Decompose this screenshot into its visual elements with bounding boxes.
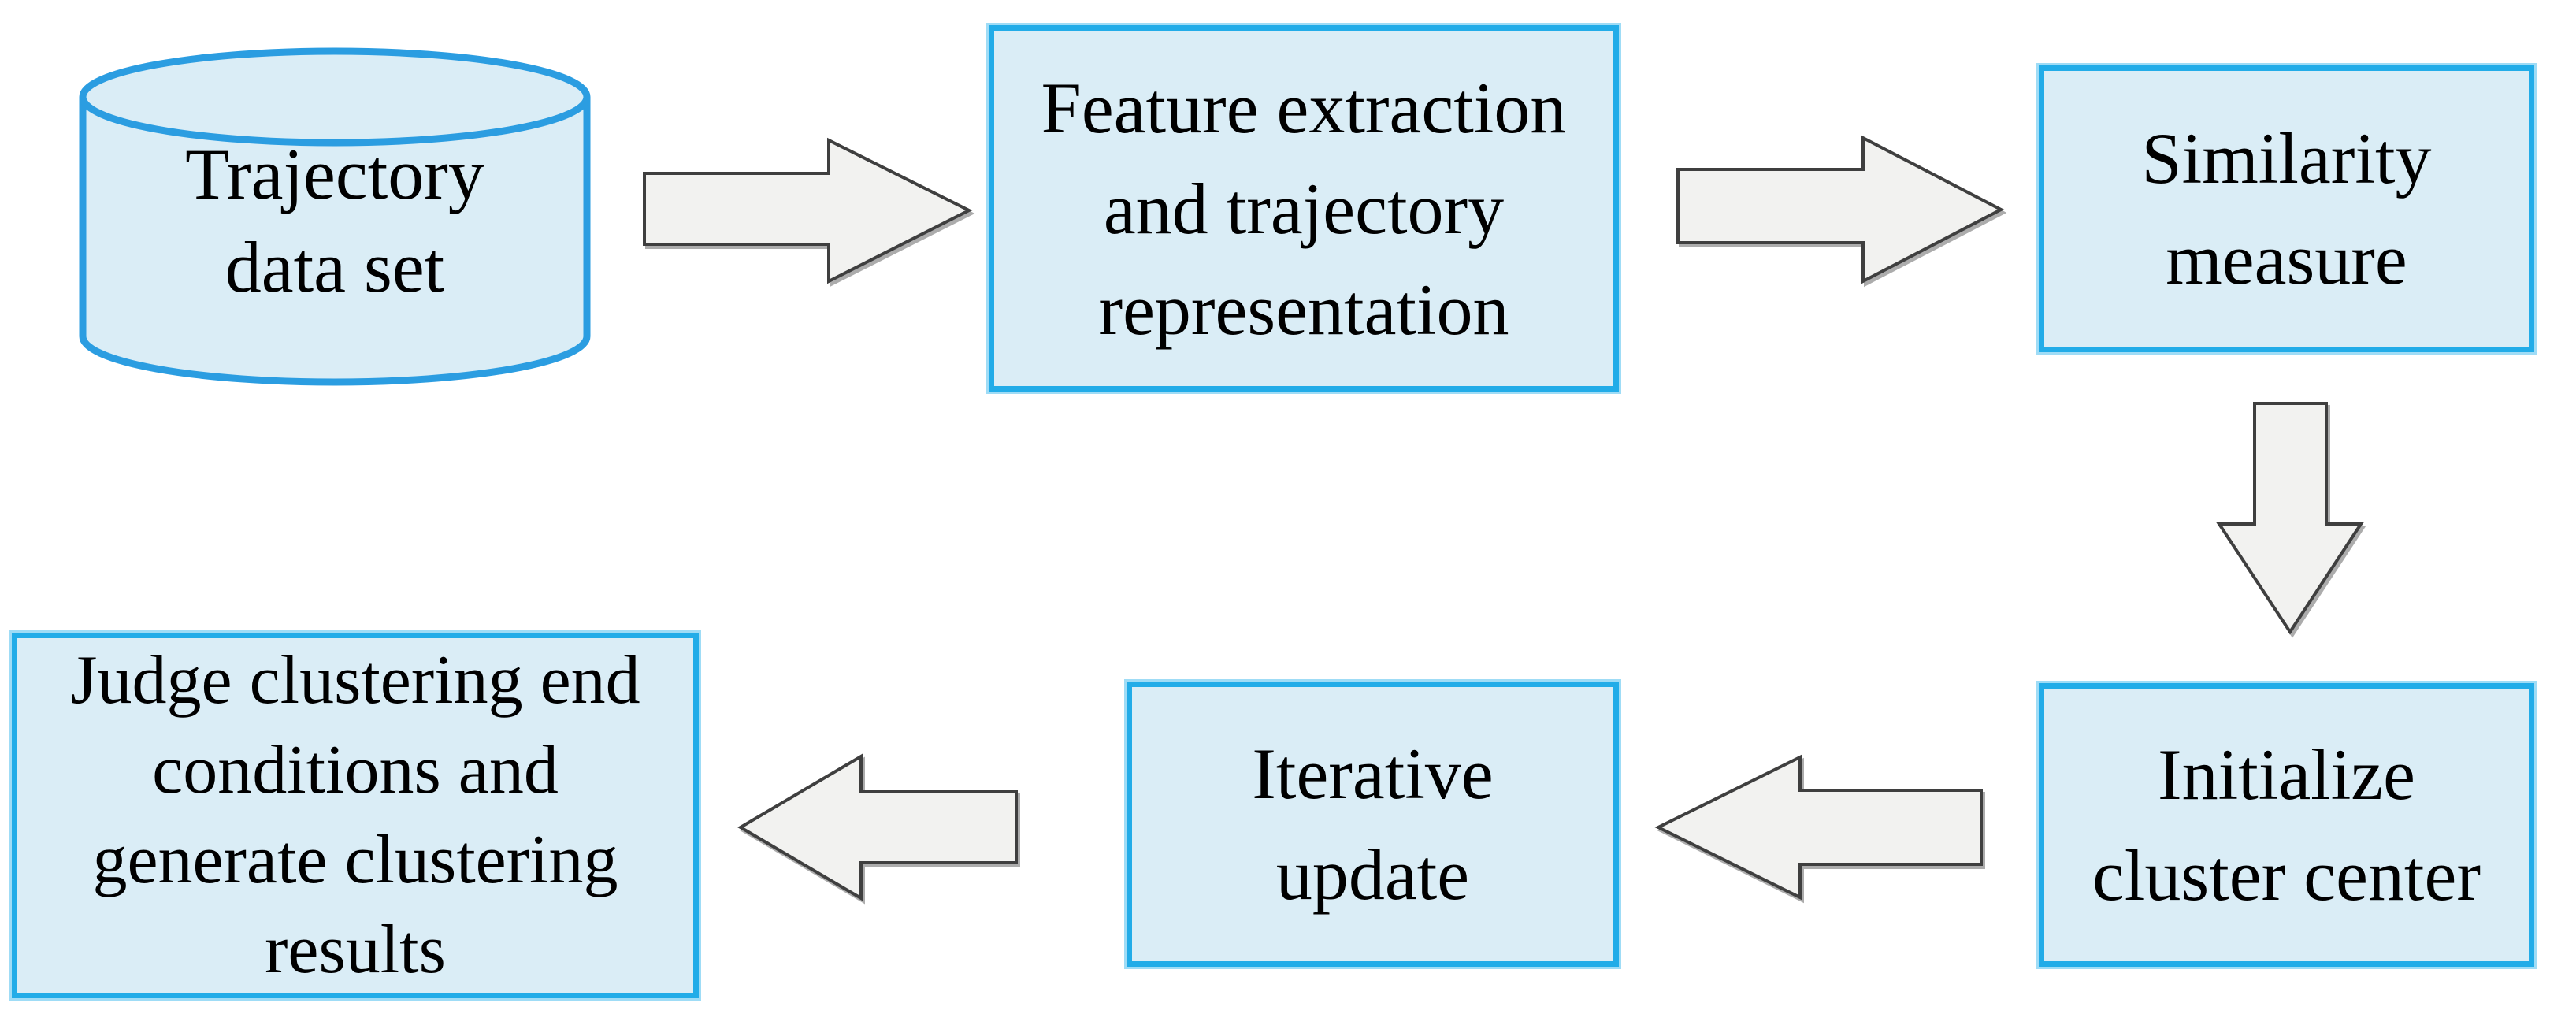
node-label-line: generate clustering <box>92 822 618 898</box>
node-label-line: Trajectory <box>185 134 484 214</box>
node-label-line: Initialize <box>2158 734 2415 815</box>
node-label-line: Similarity <box>2141 118 2432 199</box>
node-label-line: Iterative <box>1252 734 1494 814</box>
node-label-line: Feature extraction <box>1041 67 1567 148</box>
database-cylinder-icon <box>79 47 591 386</box>
node-label-line: update <box>1275 834 1470 915</box>
arrow-left-initialize-to-iterative-icon <box>1654 754 1983 901</box>
node-label-line: cluster center <box>2092 835 2481 916</box>
arrow-right-trajectory-to-feature-icon <box>643 137 973 284</box>
node-judge-clustering-end: Judge clustering end conditions and gene… <box>12 633 699 998</box>
arrow-down-similarity-to-initialize-icon <box>2216 402 2364 635</box>
node-label-line: measure <box>2166 219 2407 299</box>
node-label-line: and trajectory <box>1103 168 1505 249</box>
arrow-left-iterative-to-judge-icon <box>737 753 1018 901</box>
node-iterative-update: Iterative update <box>1127 682 1619 967</box>
node-label-line: Judge clustering end <box>70 642 640 719</box>
node-label-line: results <box>265 912 446 988</box>
node-label-line: data set <box>225 227 445 307</box>
node-label-line: conditions and <box>152 732 559 808</box>
node-similarity-measure: Similarity measure <box>2039 65 2534 352</box>
node-label-line: representation <box>1098 269 1509 350</box>
arrow-right-feature-to-similarity-icon <box>1676 135 2005 284</box>
node-feature-extraction: Feature extraction and trajectory repres… <box>989 25 1619 392</box>
node-initialize-cluster-center: Initialize cluster center <box>2039 683 2534 967</box>
node-trajectory-data-set: Trajectory data set <box>75 118 595 323</box>
